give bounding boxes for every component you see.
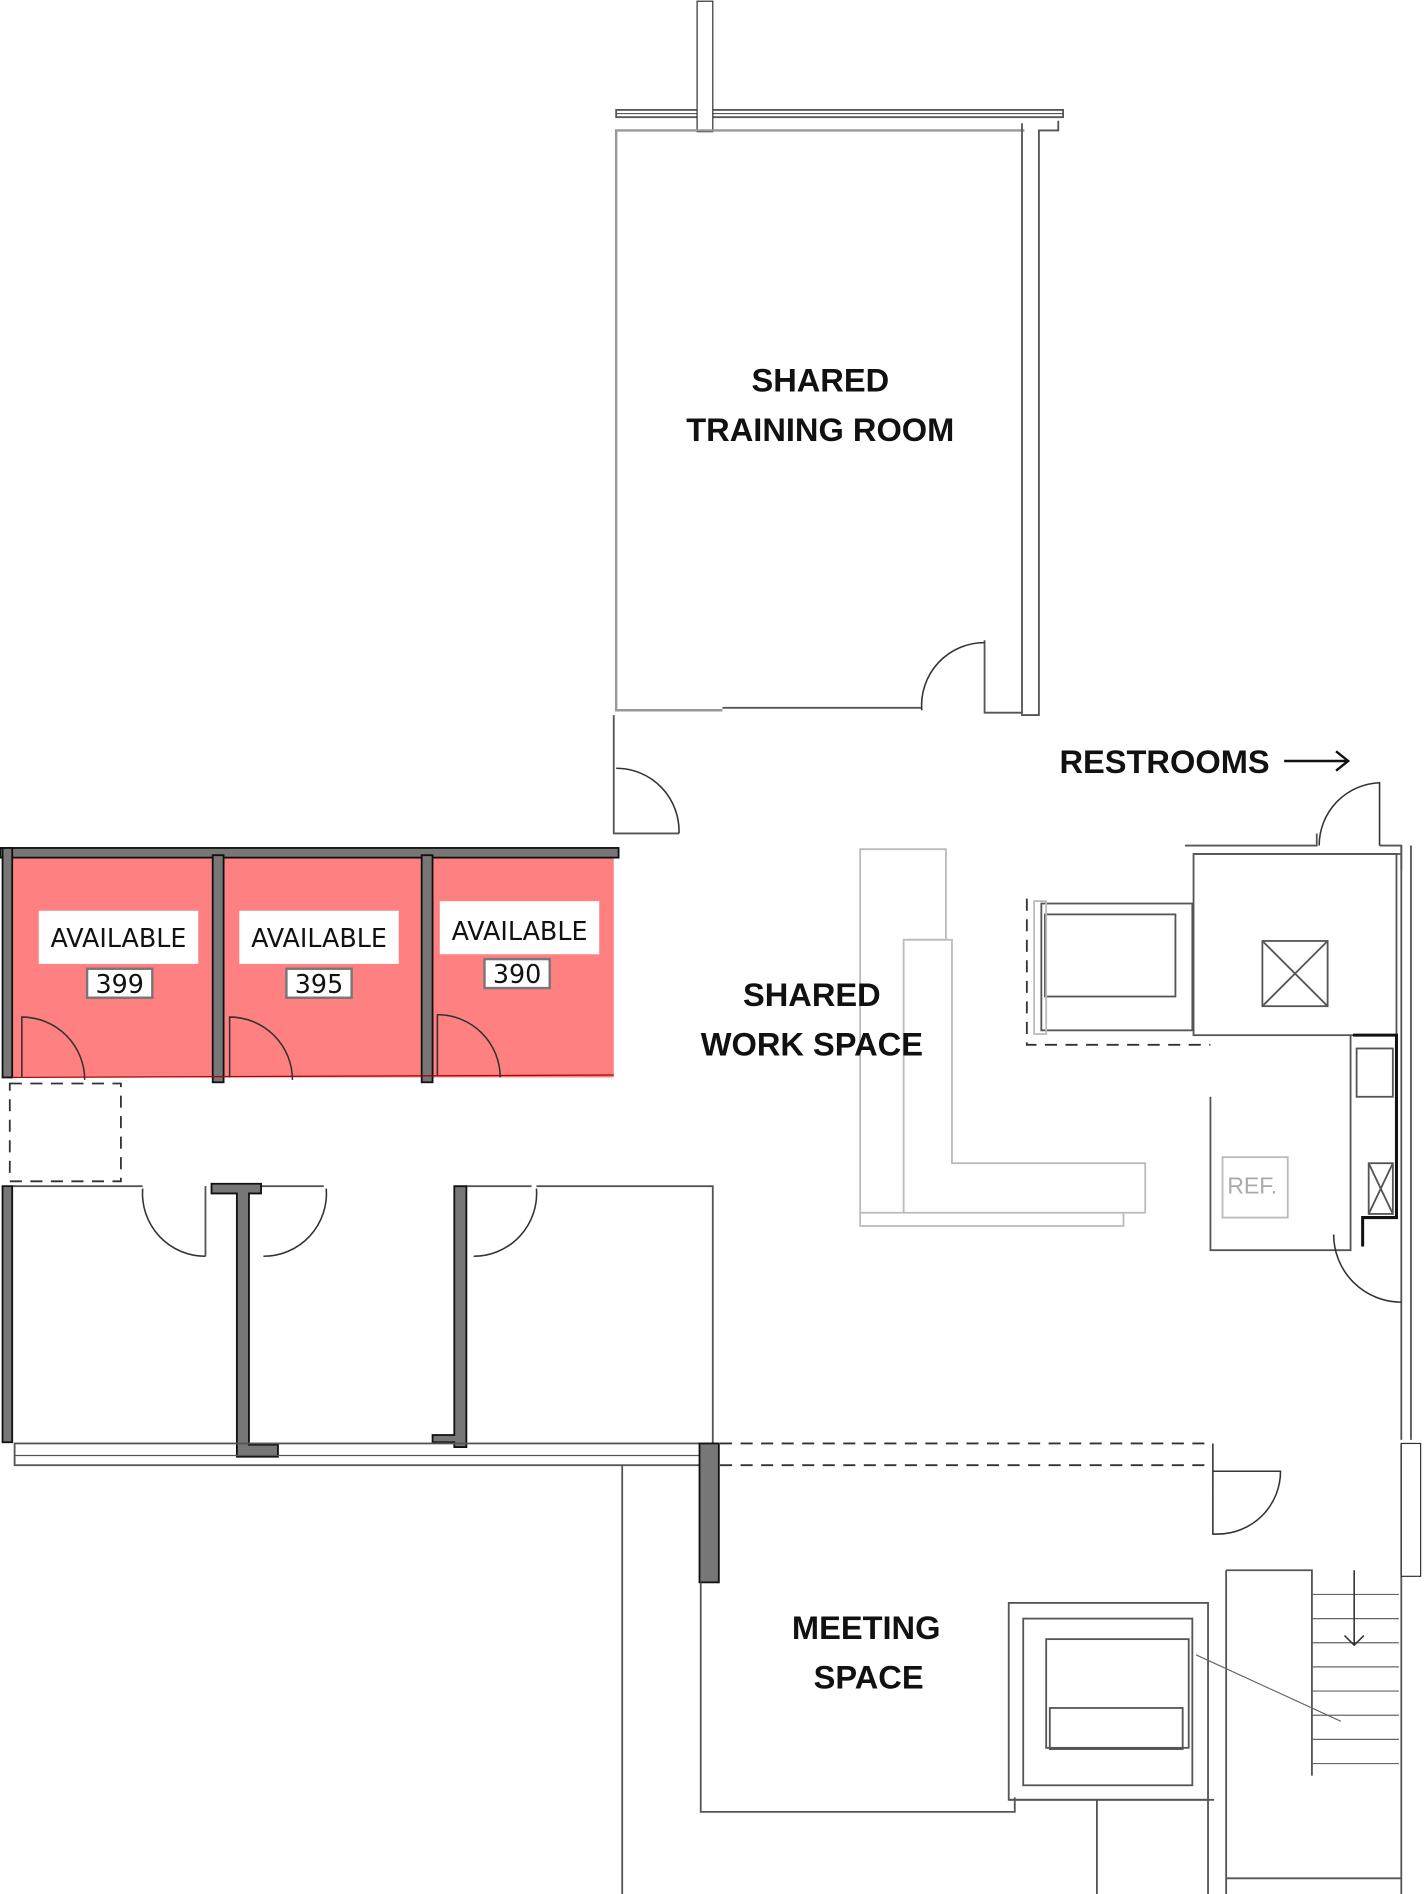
ref-label: REF. [1227,1172,1277,1198]
suite-number: 390 [493,959,541,989]
suite-number: 399 [96,969,144,999]
suite-399-area[interactable] [12,855,216,1078]
suite-status: AVAILABLE [251,923,387,953]
work-space-label: SHARED [743,976,881,1013]
arrow-down-icon [1343,1570,1365,1647]
suite-status: AVAILABLE [452,916,588,946]
restroom-core: REF. [1025,781,1412,1440]
suite-395-area[interactable] [222,855,423,1078]
training-room-label: SHARED [751,361,889,398]
meeting-space [621,1442,1282,1894]
work-counter [859,848,1147,1227]
stairs [1195,1442,1422,1894]
door-swing-icon [920,641,985,711]
suite-number: 395 [295,969,343,999]
available-suites: AVAILABLE 399 AVAILABLE 395 AVAILABLE 39… [0,847,620,1084]
meeting-space-label: MEETING [792,1609,941,1646]
suite-status: AVAILABLE [51,923,187,953]
restrooms-label: RESTROOMS [1059,743,1269,780]
meeting-space-label: SPACE [814,1659,924,1696]
work-space-label: WORK SPACE [701,1026,923,1063]
arrow-right-icon [1284,750,1351,772]
training-room [614,120,1060,716]
lower-offices [1,1182,714,1467]
north-window-wall [615,0,1064,133]
training-room-label: TRAINING ROOM [686,411,954,448]
door-swing-icon [616,767,680,834]
